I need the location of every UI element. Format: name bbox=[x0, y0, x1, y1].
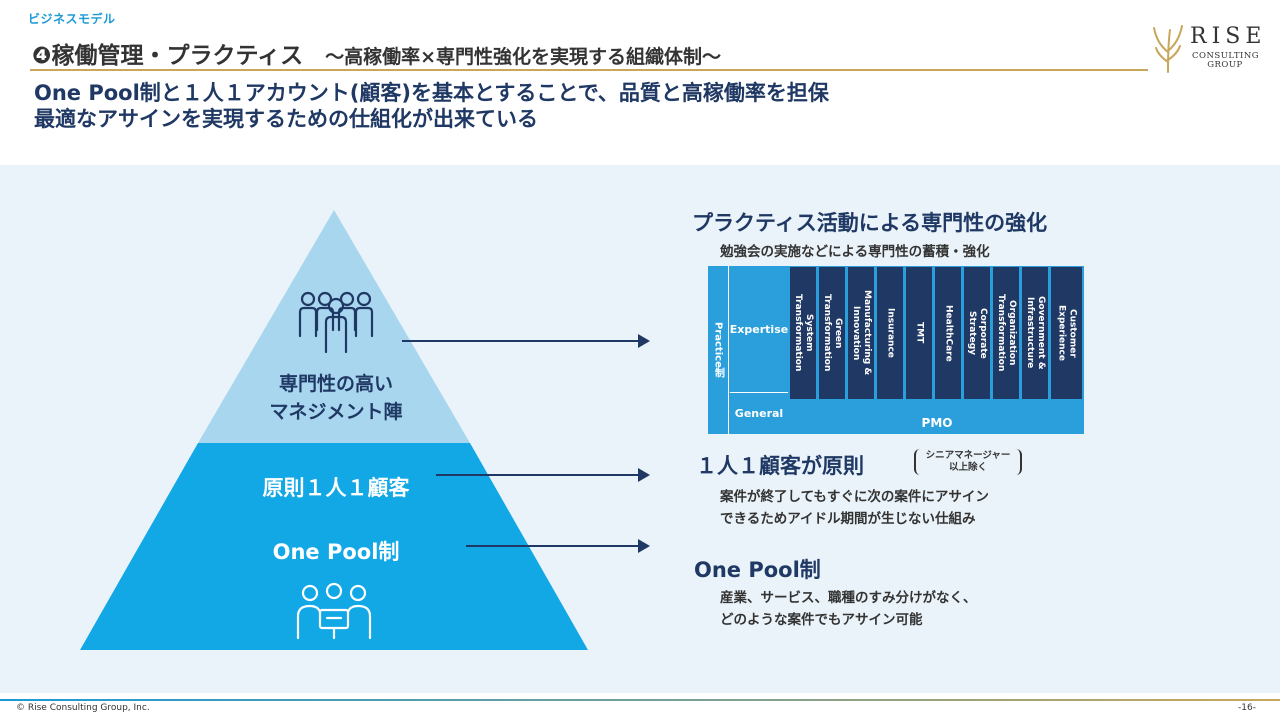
logo-sub-line-1: CONSULTING bbox=[1192, 51, 1260, 61]
one-client-description-line-1: 案件が終了してもすぐに次の案件にアサイン bbox=[720, 489, 989, 505]
arrow-practice-head-icon bbox=[638, 334, 650, 348]
general-cell: General bbox=[730, 393, 788, 433]
practice-column-label: Green Transformation bbox=[822, 294, 843, 372]
practice-column-label: Organization Transformation bbox=[996, 294, 1017, 372]
practice-column-label: Government & Infrastructure bbox=[1025, 296, 1046, 370]
page-title: ❹稼働管理・プラクティス ～高稼働率×専門性強化を実現する組織体制～ bbox=[32, 36, 721, 70]
arrow-one-client-line bbox=[436, 474, 640, 476]
practice-column-label: HealthCare bbox=[943, 304, 954, 362]
pyramid-bottom-tier bbox=[80, 443, 588, 650]
arrow-one-client-head-icon bbox=[638, 468, 650, 482]
logo-sub-line-2: GROUP bbox=[1207, 60, 1243, 70]
practice-heading: プラクティス活動による専門性の強化 bbox=[692, 211, 1048, 235]
one-pool-description-line-2: どのような案件でもアサイン可能 bbox=[720, 612, 923, 628]
management-label: 専門性の高い マネジメント陣 bbox=[236, 370, 436, 426]
practice-system-label: Practice制 bbox=[712, 322, 724, 378]
practice-column-label: Corporate Strategy bbox=[967, 307, 988, 359]
one-pool-description: 産業、サービス、職種のすみ分けがなく、 どのような案件でもアサイン可能 bbox=[720, 587, 977, 631]
practice-column-corporate-strategy: Corporate Strategy bbox=[964, 267, 990, 399]
footer-copyright: © Rise Consulting Group, Inc. bbox=[16, 703, 150, 713]
practice-column-green-transformation: Green Transformation bbox=[819, 267, 845, 399]
title-sub: ～高稼働率×専門性強化を実現する組織体制～ bbox=[325, 46, 722, 68]
practice-column-healthcare: HealthCare bbox=[935, 267, 961, 399]
one-client-note-line-1: シニアマネージャー bbox=[925, 450, 1011, 461]
one-client-heading: １人１顧客が原則 bbox=[696, 454, 864, 478]
page-number: -16- bbox=[1238, 703, 1256, 713]
practice-column-label: TMT bbox=[914, 322, 925, 344]
practice-column-tmt: TMT bbox=[906, 267, 932, 399]
one-pool-heading: One Pool制 bbox=[694, 558, 821, 582]
practice-column-label: Manufacturing & Innovation bbox=[851, 290, 872, 376]
lead-message: One Pool制と１人１アカウント(顧客)を基本とすることで、品質と高稼働率を… bbox=[34, 80, 829, 132]
one-client-label: 原則１人１顧客 bbox=[262, 476, 410, 500]
practice-column-insurance: Insurance bbox=[877, 267, 903, 399]
practice-column-system-transformation: System Transformation bbox=[790, 267, 816, 399]
one-client-note: シニアマネージャー 以上除く bbox=[914, 449, 1022, 475]
management-label-line-1: 専門性の高い bbox=[278, 373, 393, 395]
footer-divider bbox=[0, 699, 1280, 701]
expertise-cell: Expertise bbox=[730, 266, 788, 393]
arrow-one-pool-line bbox=[466, 545, 640, 547]
practice-column-label: Customer Experience bbox=[1056, 305, 1078, 361]
one-client-description-line-2: できるためアイドル期間が生じない仕組み bbox=[720, 511, 976, 527]
practice-column-customer-experience: Customer Experience bbox=[1051, 267, 1082, 399]
title-divider bbox=[30, 69, 1148, 71]
practice-system-cell: Practice制 bbox=[708, 266, 729, 434]
title-main: ❹稼働管理・プラクティス bbox=[32, 43, 304, 69]
practice-column-government-infrastructure: Government & Infrastructure bbox=[1022, 267, 1048, 399]
company-logo: RISE CONSULTING GROUP bbox=[1148, 22, 1261, 74]
lead-line-1: One Pool制と１人１アカウント(顧客)を基本とすることで、品質と高稼働率を… bbox=[34, 81, 829, 105]
lead-line-2: 最適なアサインを実現するための仕組化が出来ている bbox=[34, 107, 538, 131]
management-label-line-2: マネジメント陣 bbox=[269, 401, 403, 423]
one-pool-description-line-1: 産業、サービス、職種のすみ分けがなく、 bbox=[720, 590, 977, 606]
practice-column-label: System Transformation bbox=[793, 294, 814, 372]
arrow-practice-line bbox=[402, 340, 640, 342]
one-pool-label: One Pool制 bbox=[272, 540, 400, 564]
practice-column-manufacturing-innovation: Manufacturing & Innovation bbox=[848, 267, 874, 399]
logo-subtext: CONSULTING GROUP bbox=[1192, 51, 1260, 70]
practice-subheading: 勉強会の実施などによる専門性の蓄積・強化 bbox=[720, 244, 990, 260]
arrow-one-pool-head-icon bbox=[638, 539, 650, 553]
pmo-cell: PMO bbox=[790, 400, 1084, 434]
people-group-icon bbox=[298, 291, 374, 354]
wheat-emblem-icon bbox=[1153, 25, 1183, 73]
practice-column-organization-transformation: Organization Transformation bbox=[993, 267, 1019, 399]
team-meeting-icon bbox=[296, 582, 372, 640]
one-client-note-line-2: 以上除く bbox=[948, 462, 987, 473]
section-tag: ビジネスモデル bbox=[28, 12, 116, 26]
logo-text: RISE bbox=[1190, 24, 1267, 49]
practice-column-label: Insurance bbox=[885, 308, 896, 358]
one-client-description: 案件が終了してもすぐに次の案件にアサイン できるためアイドル期間が生じない仕組み bbox=[720, 486, 989, 530]
